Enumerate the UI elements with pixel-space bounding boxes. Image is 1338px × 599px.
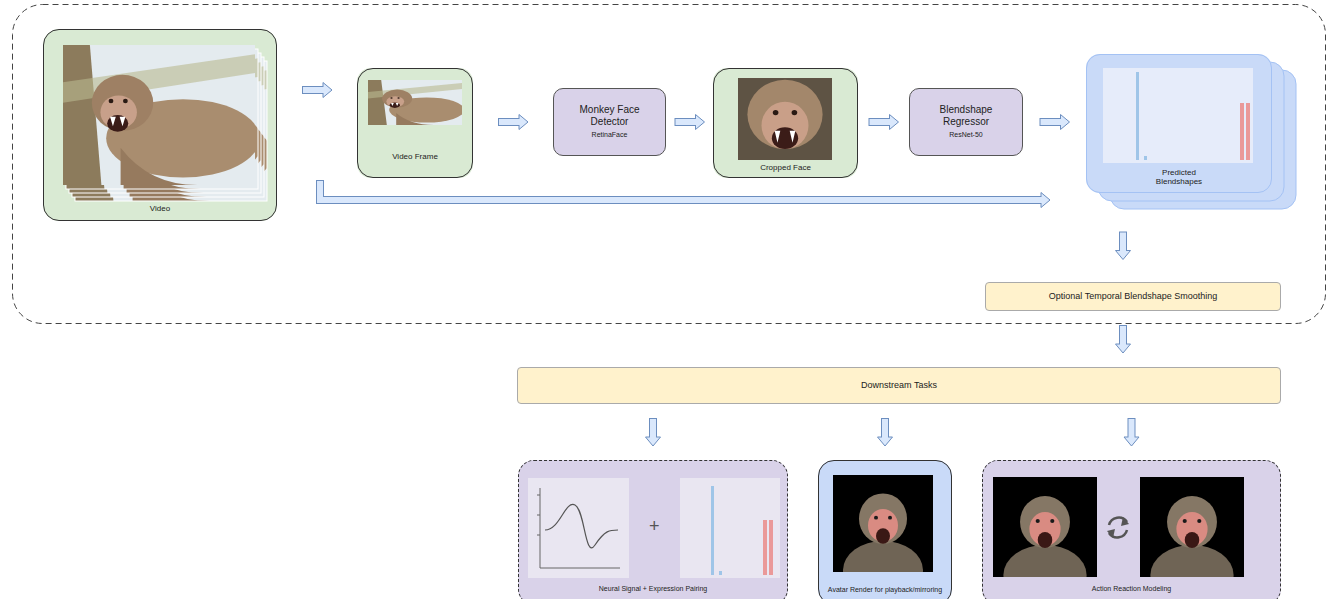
node-label: Predicted Blendshapes bbox=[1139, 168, 1219, 186]
action-reaction-picture-part bbox=[1140, 477, 1244, 599]
node-label: Cropped Face bbox=[760, 163, 811, 172]
operator-label: + bbox=[649, 517, 660, 535]
blendshape-card-stack-part bbox=[1103, 68, 1253, 163]
crop-box: Cropped Face bbox=[713, 68, 858, 178]
block-arrow bbox=[878, 418, 893, 446]
action-reaction-picture-part bbox=[1121, 517, 1129, 526]
output-card: Predicted Blendshapes bbox=[1086, 54, 1272, 193]
block-arrow bbox=[869, 115, 899, 130]
neural-pairing-picture-part bbox=[537, 535, 540, 536]
node-label: Action Reaction Modeling bbox=[1092, 585, 1171, 593]
process-box: Monkey Face DetectorRetinaFace bbox=[553, 88, 666, 156]
neural-pairing-picture bbox=[518, 460, 788, 599]
block-arrow bbox=[498, 115, 528, 130]
blendshape-card-stack-part bbox=[1136, 72, 1139, 160]
node-label: Video bbox=[150, 204, 170, 213]
block-arrow bbox=[302, 83, 332, 98]
task-box: Avatar Render for playback/mirroring bbox=[818, 460, 952, 599]
blendshape-card-stack bbox=[1086, 54, 1296, 209]
blendshape-card-stack-part bbox=[1240, 103, 1244, 160]
section-bar: Downstream Tasks bbox=[517, 367, 1281, 404]
blendshape-card-stack-part bbox=[1144, 156, 1147, 160]
optional-step-bar: Optional Temporal Blendshape Smoothing bbox=[985, 282, 1281, 311]
arrow-fill bbox=[499, 119, 521, 125]
cropped-face-picture bbox=[713, 68, 858, 178]
node-label: Blendshape Regressor bbox=[924, 104, 1008, 127]
neural-pairing-picture-part bbox=[763, 520, 767, 575]
process-box: Blendshape RegressorResNet-50 bbox=[909, 88, 1023, 156]
block-arrow bbox=[1116, 232, 1131, 260]
node-label: Video Frame bbox=[392, 152, 438, 161]
arrow-fill bbox=[870, 119, 892, 125]
arrow-fill bbox=[1129, 419, 1135, 439]
block-arrow bbox=[675, 115, 705, 130]
arrow-fill bbox=[650, 419, 656, 439]
node-label: Optional Temporal Blendshape Smoothing bbox=[1049, 291, 1217, 301]
block-arrow bbox=[1116, 325, 1131, 353]
video-picture bbox=[43, 29, 277, 221]
neural-pairing-picture-part bbox=[537, 515, 540, 516]
frame-box: Video Frame bbox=[357, 68, 473, 178]
block-arrow bbox=[646, 418, 661, 446]
action-reaction-picture bbox=[982, 460, 1281, 599]
cropped-face-picture-part bbox=[738, 78, 832, 160]
video-picture-part bbox=[43, 29, 277, 221]
avatar-render-picture bbox=[818, 460, 952, 599]
arrow-fill bbox=[1041, 119, 1063, 125]
video-frame-picture bbox=[357, 68, 473, 178]
task-box: Action Reaction Modeling bbox=[982, 460, 1281, 599]
arrow-fill bbox=[676, 119, 698, 125]
action-reaction-picture-part bbox=[993, 477, 1097, 599]
block-arrow bbox=[1040, 115, 1070, 130]
node-label: Neural Signal + Expression Pairing bbox=[599, 585, 707, 593]
avatar-render-picture-part bbox=[818, 460, 952, 599]
node-label: Downstream Tasks bbox=[861, 380, 937, 390]
cropped-face-picture-part bbox=[713, 68, 858, 178]
arrow-fill bbox=[1120, 326, 1126, 346]
neural-pairing-picture-part bbox=[711, 486, 714, 575]
neural-pairing-picture-part bbox=[719, 571, 722, 575]
video-picture-part bbox=[63, 45, 260, 185]
node-sublabel: ResNet-50 bbox=[949, 131, 982, 139]
neural-pairing-picture-part bbox=[528, 478, 629, 578]
arrow-fill bbox=[303, 87, 325, 93]
blendshape-card-stack-part bbox=[1086, 54, 1272, 193]
arrow-fill bbox=[320, 181, 1043, 200]
video-box: Video bbox=[43, 29, 277, 221]
block-arrow bbox=[1124, 418, 1139, 446]
arrow-fill bbox=[1120, 233, 1126, 253]
arrow-fill bbox=[882, 419, 888, 439]
neural-pairing-picture-part bbox=[537, 495, 540, 496]
block-arrow bbox=[320, 180, 1050, 208]
neural-pairing-picture-part bbox=[540, 568, 620, 569]
video-frame-picture-part bbox=[368, 80, 464, 125]
video-frame-picture-part bbox=[357, 68, 473, 178]
action-reaction-picture-part bbox=[982, 460, 1281, 599]
node-label: Avatar Render for playback/mirroring bbox=[828, 586, 942, 594]
dashed-region bbox=[13, 5, 1326, 324]
action-reaction-picture-part bbox=[1107, 529, 1115, 538]
neural-pairing-picture-part bbox=[769, 520, 773, 575]
blendshape-card-stack-part bbox=[1246, 103, 1250, 160]
node-label: Monkey Face Detector bbox=[568, 104, 651, 127]
neural-pairing-picture-part bbox=[680, 478, 780, 578]
avatar-render-picture-part bbox=[833, 475, 933, 599]
neural-pairing-picture-part bbox=[545, 504, 618, 547]
neural-pairing-picture-part bbox=[518, 460, 788, 599]
node-sublabel: RetinaFace bbox=[592, 131, 628, 139]
neural-pairing-picture-part bbox=[540, 488, 541, 568]
